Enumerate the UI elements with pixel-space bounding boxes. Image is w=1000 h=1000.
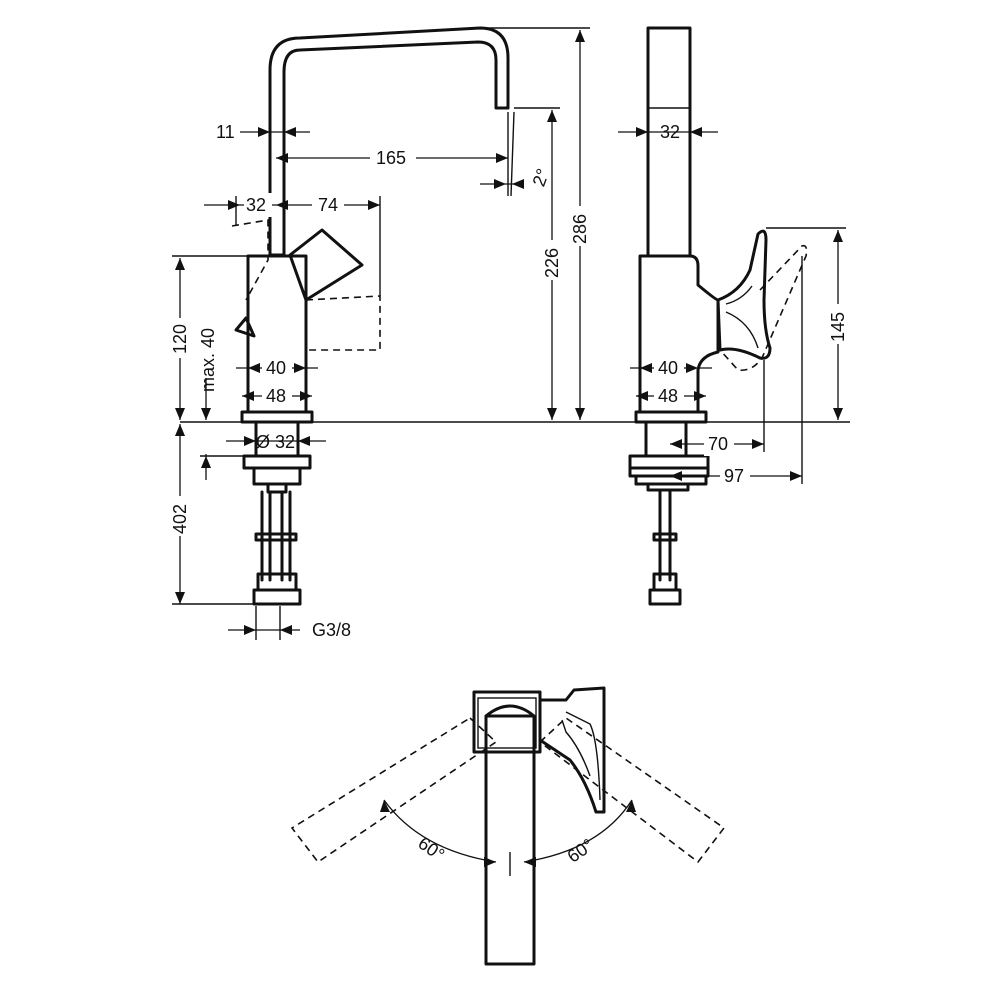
- dim-max-deck: max. 40: [198, 328, 218, 392]
- top-body: [472, 690, 542, 754]
- dim-handle-reach: 70: [708, 434, 728, 454]
- dim-total-height: 286: [570, 214, 590, 244]
- top-handle: [538, 686, 606, 814]
- top-spout: [484, 714, 536, 966]
- dim-hose-length: 402: [170, 504, 190, 534]
- dim-side-body-outer: 48: [658, 386, 678, 406]
- top-spout-right-position: [538, 716, 726, 864]
- side-view: [628, 26, 808, 606]
- dim-shank: Ø 32: [256, 432, 295, 452]
- dim-lever-travel: 74: [318, 195, 338, 215]
- side-dimensions: 32 40 48 145 70 97: [618, 122, 848, 488]
- side-body: [638, 254, 720, 414]
- dim-body-outer: 48: [266, 386, 286, 406]
- dim-spout-width: 32: [660, 122, 680, 142]
- dim-lever-base: 32: [246, 195, 266, 215]
- side-handle-open-position: [719, 244, 808, 372]
- top-view: 60° 60°: [290, 686, 726, 966]
- side-handle: [716, 229, 772, 360]
- side-nut: [628, 454, 710, 470]
- side-spout: [646, 26, 692, 258]
- dim-side-body-inner: 40: [658, 358, 678, 378]
- front-view: [180, 26, 850, 606]
- dim-handle-height: 145: [828, 312, 848, 342]
- front-spout: [268, 26, 510, 257]
- dim-angle-left: 60°: [414, 833, 448, 865]
- dim-body-height: 120: [170, 324, 190, 354]
- dim-outlet-height: 226: [542, 248, 562, 278]
- top-angle-arc-left: [383, 799, 497, 863]
- dim-body-inner: 40: [266, 358, 286, 378]
- dim-angle-right: 60°: [564, 835, 598, 867]
- dim-thread: G3/8: [312, 620, 351, 640]
- front-lever-tip: [234, 316, 256, 338]
- dim-spout-wall: 11: [216, 122, 235, 142]
- dim-spout-reach: 165: [376, 148, 406, 168]
- front-nut: [242, 454, 312, 470]
- front-lever-open-position: [231, 219, 269, 301]
- front-lever: [288, 228, 364, 302]
- dim-spout-angle: 2°: [529, 166, 554, 189]
- top-angle-arc-right: [523, 799, 633, 863]
- front-dimensions: 11 165 2° 32 74 120 max. 4: [170, 27, 590, 640]
- dim-handle-reach-open: 97: [724, 466, 744, 486]
- top-spout-left-position: [290, 717, 498, 864]
